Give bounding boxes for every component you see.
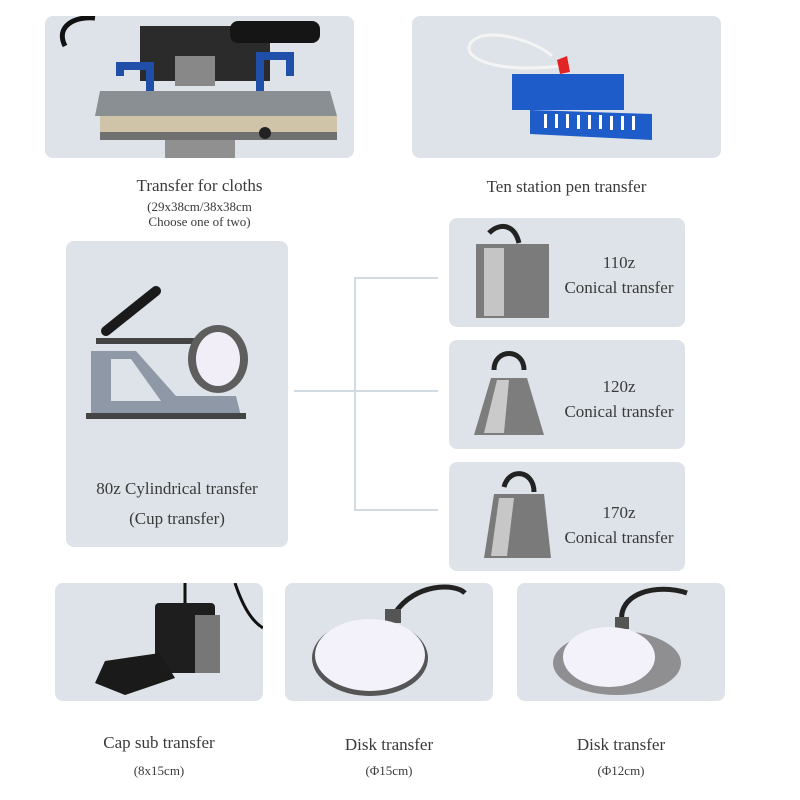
- conical-170-size: 170z: [602, 503, 636, 522]
- cloth-transfer-title: Transfer for cloths: [136, 176, 263, 195]
- cap-transfer-size: (8x15cm): [133, 763, 185, 778]
- cup-transfer-label: 80z Cylindrical transfer (Cup transfer): [66, 477, 288, 531]
- disk-15-size: (Φ15cm): [365, 763, 413, 778]
- connector-vertical: [354, 277, 356, 511]
- conical-120-size: 120z: [602, 377, 636, 396]
- pen-press-image: [467, 33, 652, 140]
- pen-transfer-title: Ten station pen transfer: [486, 177, 647, 196]
- disk-15-image: [312, 584, 467, 696]
- cup-transfer-card: 80z Cylindrical transfer (Cup transfer): [66, 241, 288, 547]
- disk-15-title: Disk transfer: [344, 735, 434, 754]
- conical-110-image: [476, 224, 549, 318]
- cloth-transfer-card: [45, 16, 354, 158]
- disk-12-title: Disk transfer: [576, 735, 666, 754]
- disk-12-image: [553, 586, 688, 695]
- cloth-transfer-choice: Choose one of two): [148, 214, 251, 229]
- disk-12-card: [517, 583, 725, 701]
- conical-170-name: Conical transfer: [564, 528, 674, 547]
- cap-press-image: [95, 583, 263, 695]
- disk-12-size: (Φ12cm): [597, 763, 645, 778]
- cap-transfer-card: [55, 583, 263, 701]
- conical-card-110: 110z Conical transfer: [449, 218, 685, 327]
- conical-card-120: 120z Conical transfer: [449, 340, 685, 449]
- conical-170-label: 170z Conical transfer: [544, 500, 685, 550]
- conical-110-label: 110z Conical transfer: [544, 250, 685, 300]
- conical-120-image: [474, 351, 544, 435]
- cup-transfer-title: 80z Cylindrical transfer: [96, 479, 258, 498]
- cloth-transfer-size: (29x38cm/38x38cm: [147, 199, 252, 214]
- conical-120-label: 120z Conical transfer: [544, 374, 685, 424]
- conical-110-size: 110z: [602, 253, 636, 272]
- cloth-press-image: [59, 16, 337, 158]
- cap-transfer-title: Cap sub transfer: [103, 733, 215, 752]
- conical-120-name: Conical transfer: [564, 402, 674, 421]
- conical-110-name: Conical transfer: [564, 278, 674, 297]
- disk-15-card: [285, 583, 493, 701]
- conical-card-170: 170z Conical transfer: [449, 462, 685, 571]
- connector-horizontal-main: [294, 390, 438, 392]
- pen-transfer-card: [412, 16, 721, 158]
- connector-bottom-branch: [354, 509, 438, 511]
- cup-transfer-subtitle: (Cup transfer): [129, 509, 225, 528]
- conical-170-image: [484, 471, 551, 558]
- connector-top-branch: [354, 277, 438, 279]
- cup-press-image: [86, 286, 248, 419]
